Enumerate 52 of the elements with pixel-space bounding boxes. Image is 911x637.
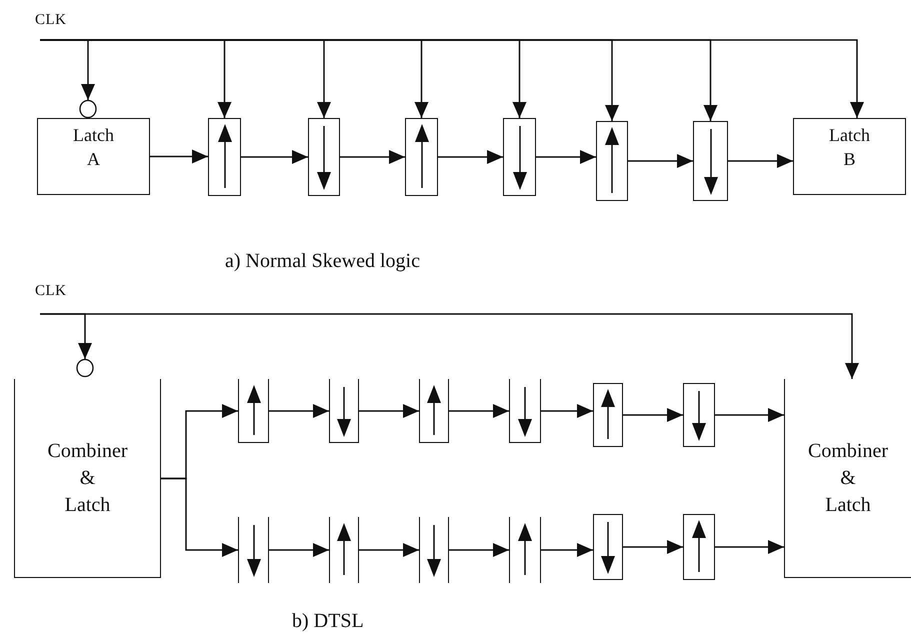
connector-arrow [623, 408, 683, 422]
latch-block [793, 118, 906, 195]
connector-arrow [715, 540, 784, 554]
block-label: Latch A [73, 124, 114, 172]
block-label: Latch B [829, 124, 870, 172]
connector-arrow [536, 150, 596, 164]
connector-arrow [628, 154, 693, 168]
connector-arrow [40, 313, 859, 379]
logic-stage-box [683, 514, 715, 580]
latch-block [14, 379, 161, 578]
latch-block [784, 379, 911, 578]
connector-arrow [359, 404, 419, 418]
logic-stage-box [238, 517, 269, 583]
connector-arrow [449, 404, 509, 418]
connector-arrow [340, 150, 405, 164]
clock-signal-label: CLK [35, 283, 66, 300]
logic-stage-box [329, 379, 359, 443]
logic-stage-box [593, 514, 623, 580]
block-label: Combiner & Latch [808, 438, 888, 518]
connector-arrow [269, 404, 329, 418]
logic-stage-box [329, 517, 359, 583]
connector-arrow [715, 408, 784, 422]
connector-arrow [269, 543, 329, 557]
logic-stage-box [683, 383, 715, 447]
logic-stage-box [419, 517, 449, 583]
logic-stage-box [509, 379, 541, 443]
logic-stage-box [308, 118, 340, 196]
logic-stage-box [238, 379, 269, 443]
logic-stage-box [593, 383, 623, 447]
logic-stage-box [503, 118, 536, 196]
connector-arrow [728, 154, 793, 168]
figure-caption: b) DTSL [292, 610, 364, 633]
logic-stage-box [693, 121, 728, 201]
connector-arrow [40, 39, 864, 118]
logic-stage-box [596, 121, 628, 201]
logic-stage-box [509, 517, 541, 583]
figure-caption: a) Normal Skewed logic [225, 250, 420, 273]
clock-signal-label: CLK [35, 12, 66, 29]
connector-arrow [623, 540, 683, 554]
connector-arrow [449, 543, 509, 557]
connector-arrow [359, 543, 419, 557]
connector-arrow [438, 150, 503, 164]
connector-arrow [541, 543, 593, 557]
connector-arrow [541, 404, 593, 418]
logic-stage-box [208, 118, 241, 196]
latch-block [37, 118, 150, 195]
connector-arrow [150, 150, 208, 164]
connector-arrow [161, 478, 238, 557]
connector-arrow [241, 150, 308, 164]
logic-stage-box [419, 379, 449, 443]
logic-stage-box [405, 118, 438, 196]
block-label: Combiner & Latch [48, 438, 128, 518]
